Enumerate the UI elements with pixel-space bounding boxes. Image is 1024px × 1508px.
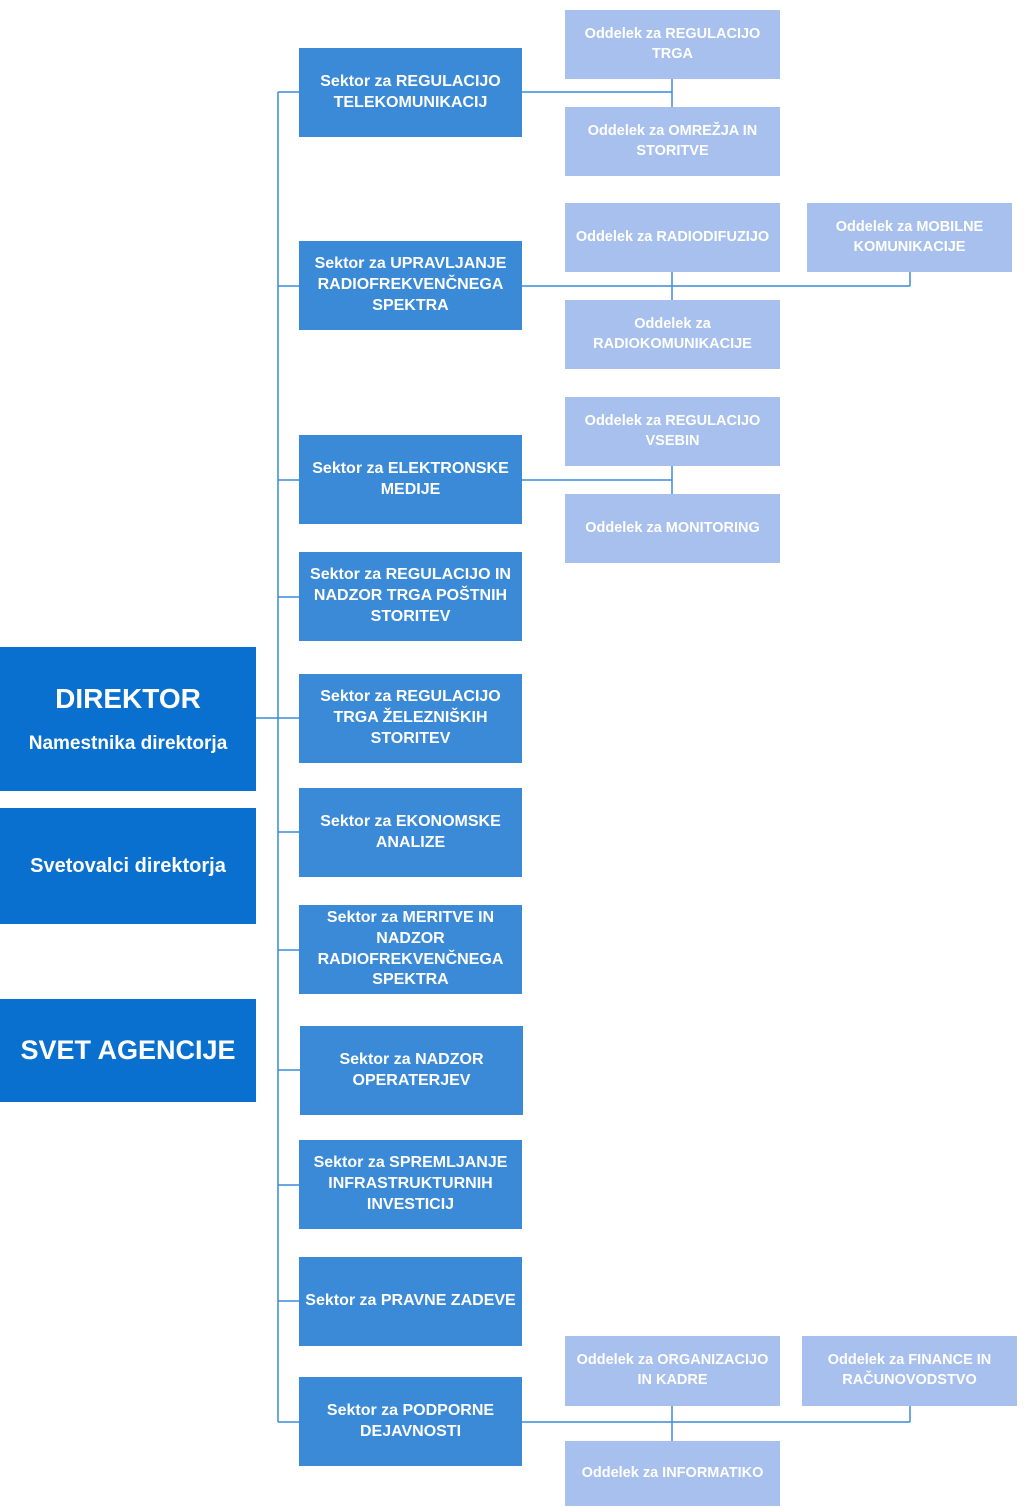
sector-infrastructure-investments[interactable]: Sektor za SPREMLJANJE INFRASTRUKTURNIH I… <box>299 1140 522 1229</box>
sector-operator-supervision[interactable]: Sektor za NADZOR OPERATERJEV <box>300 1026 523 1115</box>
sector-telecom-regulation[interactable]: Sektor za REGULACIJO TELEKOMUNIKACIJ <box>299 48 522 137</box>
sector-railway-services[interactable]: Sektor za REGULACIJO TRGA ŽELEZNIŠKIH ST… <box>299 674 522 763</box>
director-box[interactable]: DIREKTOR Namestnika direktorja <box>0 647 256 791</box>
dept-finance-accounting[interactable]: Oddelek za FINANCE IN RAČUNOVODSTVO <box>802 1336 1017 1406</box>
director-deputy: Namestnika direktorja <box>28 732 228 754</box>
dept-broadcasting[interactable]: Oddelek za RADIODIFUZIJO <box>565 203 780 272</box>
dept-monitoring[interactable]: Oddelek za MONITORING <box>565 494 780 563</box>
sector-economic-analysis[interactable]: Sektor za EKONOMSKE ANALIZE <box>299 788 522 877</box>
dept-informatics[interactable]: Oddelek za INFORMATIKO <box>565 1441 780 1506</box>
sector-electronic-media[interactable]: Sektor za ELEKTRONSKE MEDIJE <box>299 435 522 524</box>
dept-market-regulation[interactable]: Oddelek za REGULACIJO TRGA <box>565 10 780 79</box>
council-box[interactable]: SVET AGENCIJE <box>0 999 256 1102</box>
director-title: DIREKTOR <box>55 683 201 715</box>
sector-support-activities[interactable]: Sektor za PODPORNE DEJAVNOSTI <box>299 1377 522 1466</box>
sector-spectrum-monitoring[interactable]: Sektor za MERITVE IN NADZOR RADIOFREKVEN… <box>299 905 522 994</box>
dept-organization-hr[interactable]: Oddelek za ORGANIZACIJO IN KADRE <box>565 1336 780 1406</box>
sector-spectrum-management[interactable]: Sektor za UPRAVLJANJE RADIOFREKVENČNEGA … <box>299 241 522 330</box>
sector-postal-services[interactable]: Sektor za REGULACIJO IN NADZOR TRGA POŠT… <box>299 552 522 641</box>
dept-mobile-communications[interactable]: Oddelek za MOBILNE KOMUNIKACIJE <box>807 203 1012 272</box>
dept-content-regulation[interactable]: Oddelek za REGULACIJO VSEBIN <box>565 397 780 466</box>
advisors-box[interactable]: Svetovalci direktorja <box>0 808 256 924</box>
dept-radiocommunications[interactable]: Oddelek za RADIOKOMUNIKACIJE <box>565 300 780 369</box>
dept-networks-services[interactable]: Oddelek za OMREŽJA IN STORITVE <box>565 107 780 176</box>
sector-legal-affairs[interactable]: Sektor za PRAVNE ZADEVE <box>299 1257 522 1346</box>
